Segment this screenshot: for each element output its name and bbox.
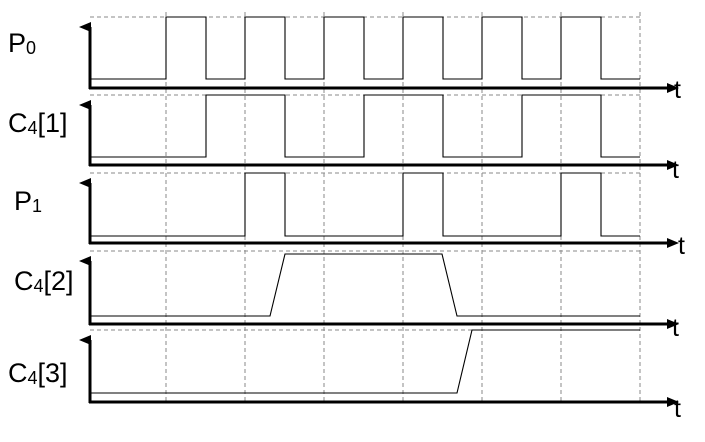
signal-label-p0: P0 <box>8 28 37 58</box>
time-axis-label-4: t <box>672 314 679 342</box>
waveform-c43 <box>90 329 640 394</box>
time-axis-label-3: t <box>678 232 685 260</box>
waveform-p0 <box>90 16 640 80</box>
signal-label-c4-3: C4[3] <box>8 358 68 388</box>
signal-label-p1: P1 <box>14 186 43 216</box>
waveform-c41 <box>90 94 640 158</box>
time-axis-label-5: t <box>674 395 681 423</box>
time-axis-label-1: t <box>674 76 681 104</box>
waveform-c42 <box>90 253 640 317</box>
time-axis-label-2: t <box>672 156 679 184</box>
waveform-p1 <box>90 172 640 237</box>
signal-label-c4-2: C4[2] <box>14 266 74 296</box>
signal-label-c4-1: C4[1] <box>8 108 68 138</box>
